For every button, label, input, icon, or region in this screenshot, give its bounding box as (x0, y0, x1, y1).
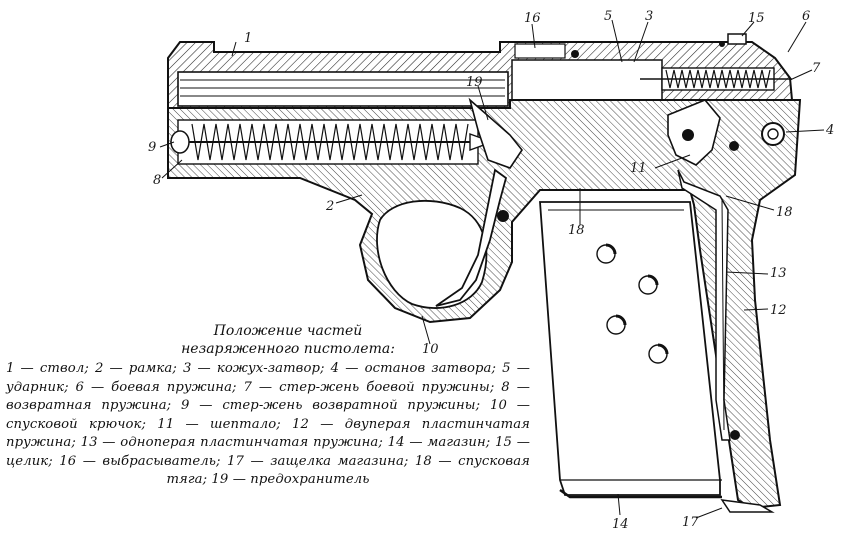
callout-17: 17 (682, 515, 699, 530)
callout-14: 14 (612, 517, 629, 532)
mainspring (640, 67, 792, 91)
safety (468, 97, 523, 169)
callout-9: 9 (148, 140, 157, 155)
magazine (539, 201, 722, 499)
callout-13: 13 (770, 266, 787, 281)
callout-16: 16 (524, 11, 541, 26)
recoil-spring (170, 119, 495, 165)
trigger-bar (677, 169, 740, 441)
callout-7: 7 (812, 61, 821, 76)
callout-6: 6 (802, 9, 811, 24)
callout-5: 5 (604, 9, 613, 24)
caption-title-line2: незаряженного пистолета: (181, 341, 395, 357)
magazine-catch (720, 499, 775, 513)
callout-11: 11 (630, 161, 647, 176)
callout-18-left: 18 (568, 223, 585, 238)
callout-8: 8 (153, 173, 162, 188)
figure-caption: Положение частей незаряженного пистолета… (6, 322, 530, 490)
slide (167, 33, 794, 109)
leader-lines (159, 19, 825, 519)
callout-3: 3 (645, 9, 654, 24)
sear-assembly (571, 41, 785, 166)
callout-12: 12 (770, 303, 787, 318)
callout-10: 10 (422, 342, 439, 357)
callout-15: 15 (748, 11, 765, 26)
callout-18-right: 18 (776, 205, 793, 220)
callout-4: 4 (826, 123, 835, 138)
parts-legend: 1 — ствол; 2 — рамка; 3 — кожух-затвор; … (6, 361, 530, 487)
caption-title-line1: Положение частей (213, 323, 363, 339)
callout-19: 19 (466, 75, 483, 90)
callout-2: 2 (326, 199, 335, 214)
callout-1: 1 (244, 31, 253, 46)
